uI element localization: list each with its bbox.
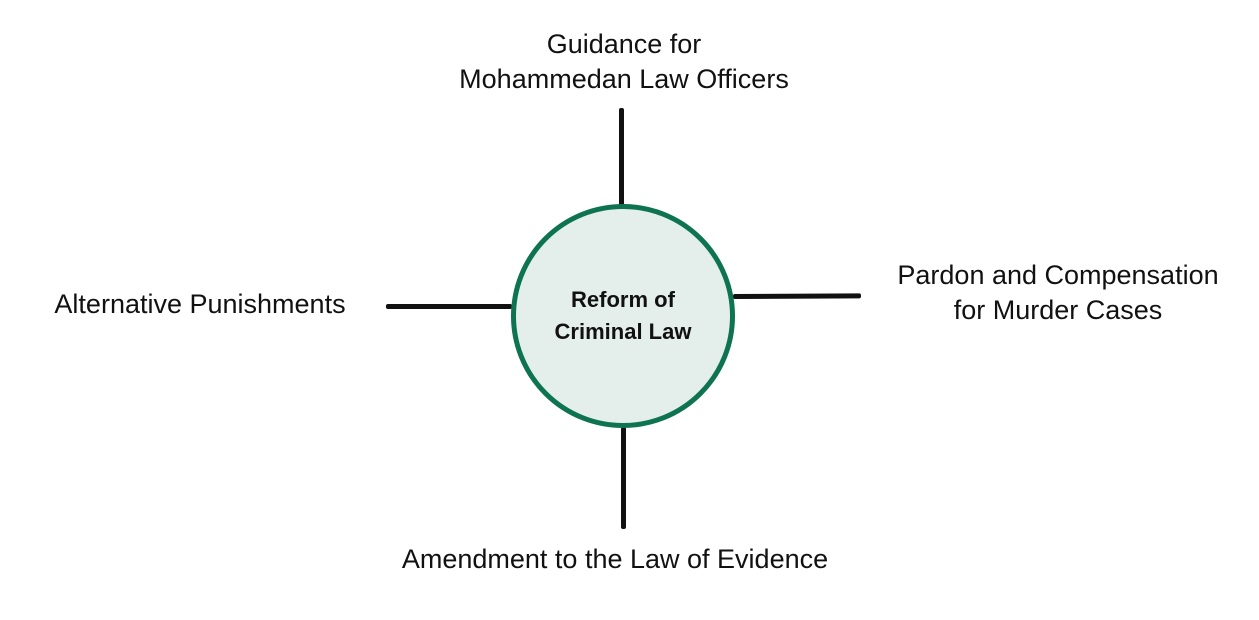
branch-label-bottom: Amendment to the Law of Evidence [401,544,829,574]
branch-label-top: Guidance for Mohammedan Law Officers [459,29,789,94]
connector-right [732,293,862,299]
branch-label-left: Alternative Punishments [54,289,346,319]
branch-label-right: Pardon and Compensation for Murder Cases [897,260,1219,325]
central-topic-label: Reform of Criminal Law [554,287,692,344]
connector-bottom [621,427,626,529]
central-topic-node: Reform of Criminal Law [511,204,735,428]
connector-top [619,108,624,207]
connector-left [386,304,512,309]
